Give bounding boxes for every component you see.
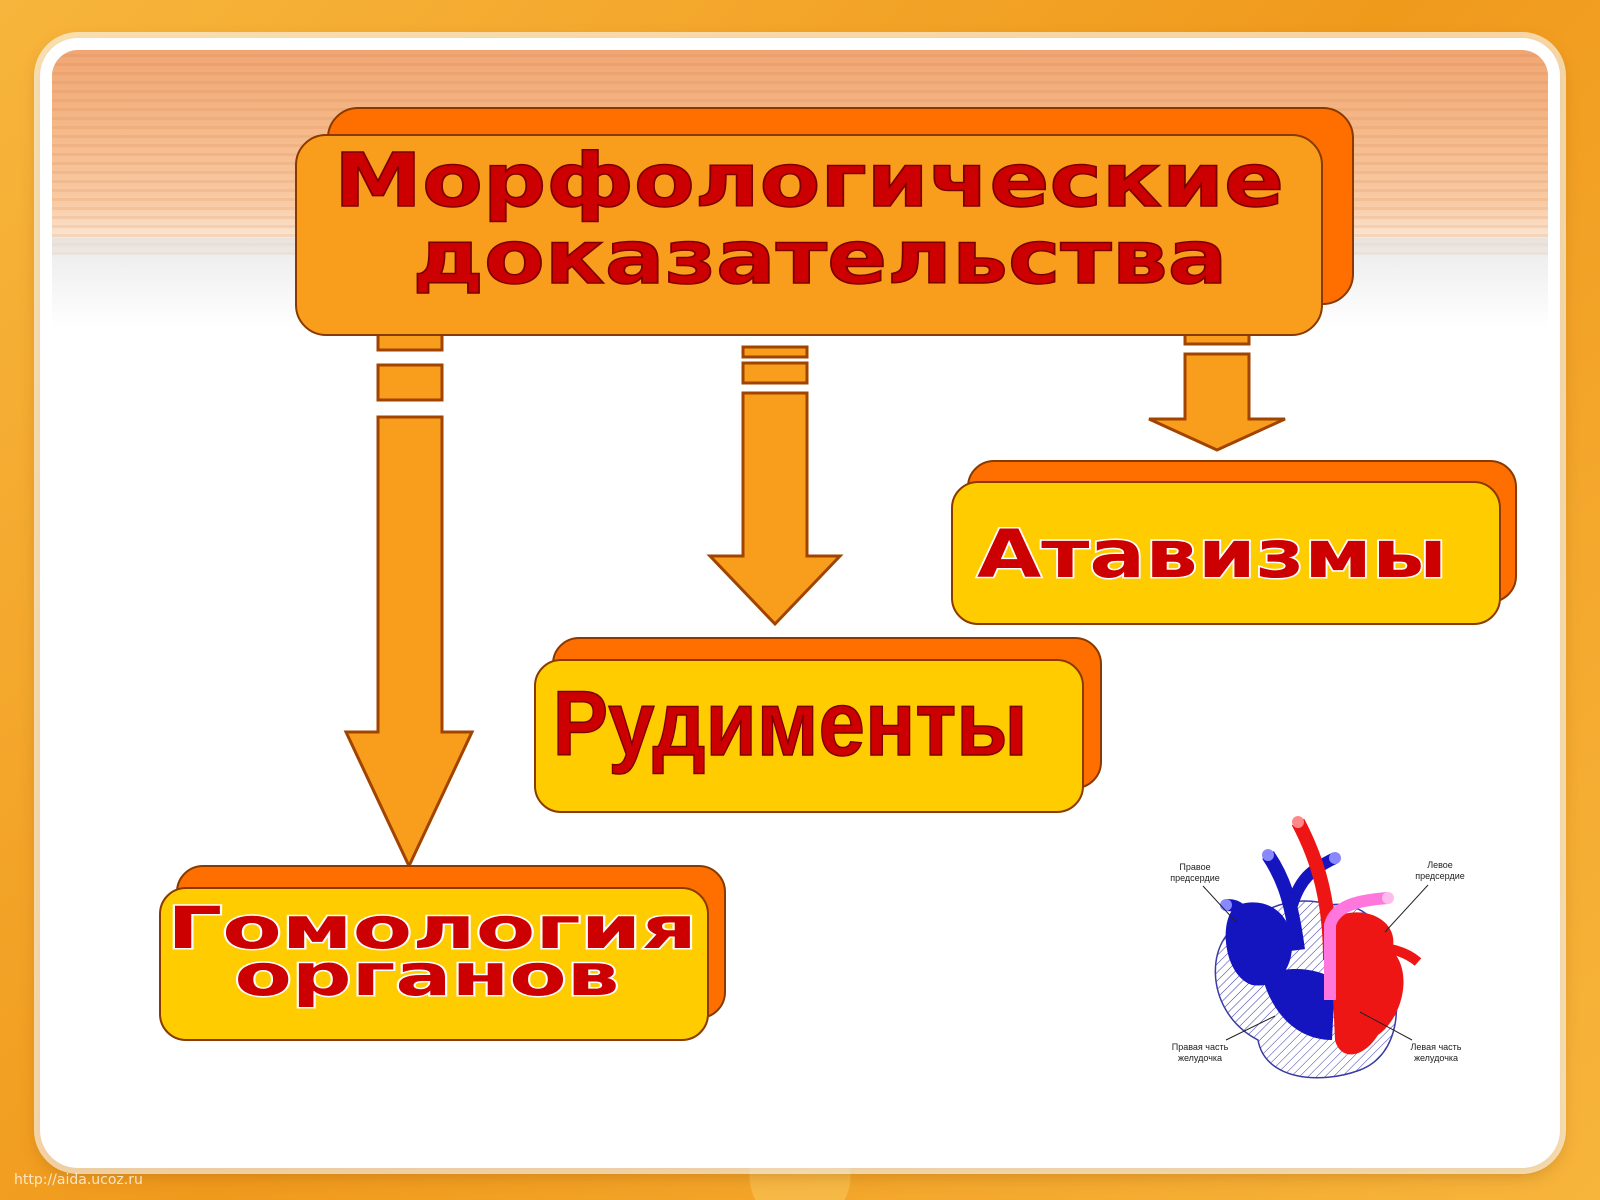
label-left-atrium-1: Левое (1427, 860, 1453, 870)
right-ventricle-shape (1262, 968, 1335, 1040)
rudiments-box: Рудименты (534, 637, 1102, 813)
title-line2: доказательства (413, 215, 1228, 301)
atavisms-box: Атавизмы (951, 460, 1517, 625)
label-right-ventricle-1: Правая часть (1172, 1042, 1229, 1052)
label-right-ventricle-2: желудочка (1178, 1053, 1222, 1063)
footer-url: http://aida.ucoz.ru (14, 1172, 143, 1188)
atavisms-label: Атавизмы (977, 516, 1447, 593)
arrow-to-rudiments (706, 345, 844, 627)
label-left-ventricle-2: желудочка (1414, 1053, 1458, 1063)
label-left-ventricle-1: Левая часть (1411, 1042, 1462, 1052)
arrow-to-atavisms (1148, 332, 1286, 452)
homology-line2: органов (235, 941, 620, 1009)
label-right-atrium-2: предсердие (1170, 873, 1220, 883)
arrow-to-homology (343, 328, 475, 870)
title-box: Морфологические доказательства (295, 107, 1354, 336)
label-right-atrium-1: Правое (1179, 862, 1210, 872)
title-line1: Морфологические (334, 138, 1284, 224)
homology-box: Гомология органов (159, 865, 726, 1041)
label-left-atrium-2: предсердие (1415, 871, 1465, 881)
right-atrium-shape (1225, 902, 1293, 986)
homology-line1: Гомология (167, 894, 697, 962)
rudiments-label: Рудименты (553, 673, 1028, 775)
reptile-heart-illustration: Правое предсердие Левое предсердие Права… (1170, 816, 1465, 1079)
